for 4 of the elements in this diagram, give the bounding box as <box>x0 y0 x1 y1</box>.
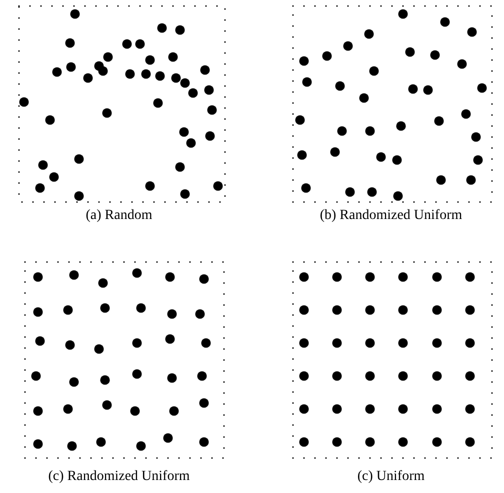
panel-caption: (c) Uniform <box>357 469 425 485</box>
panel-caption: (a) Random <box>86 208 152 224</box>
panel-caption: (b) Randomized Uniform <box>320 208 462 224</box>
panel-caption: (c) Randomized Uniform <box>48 469 190 485</box>
